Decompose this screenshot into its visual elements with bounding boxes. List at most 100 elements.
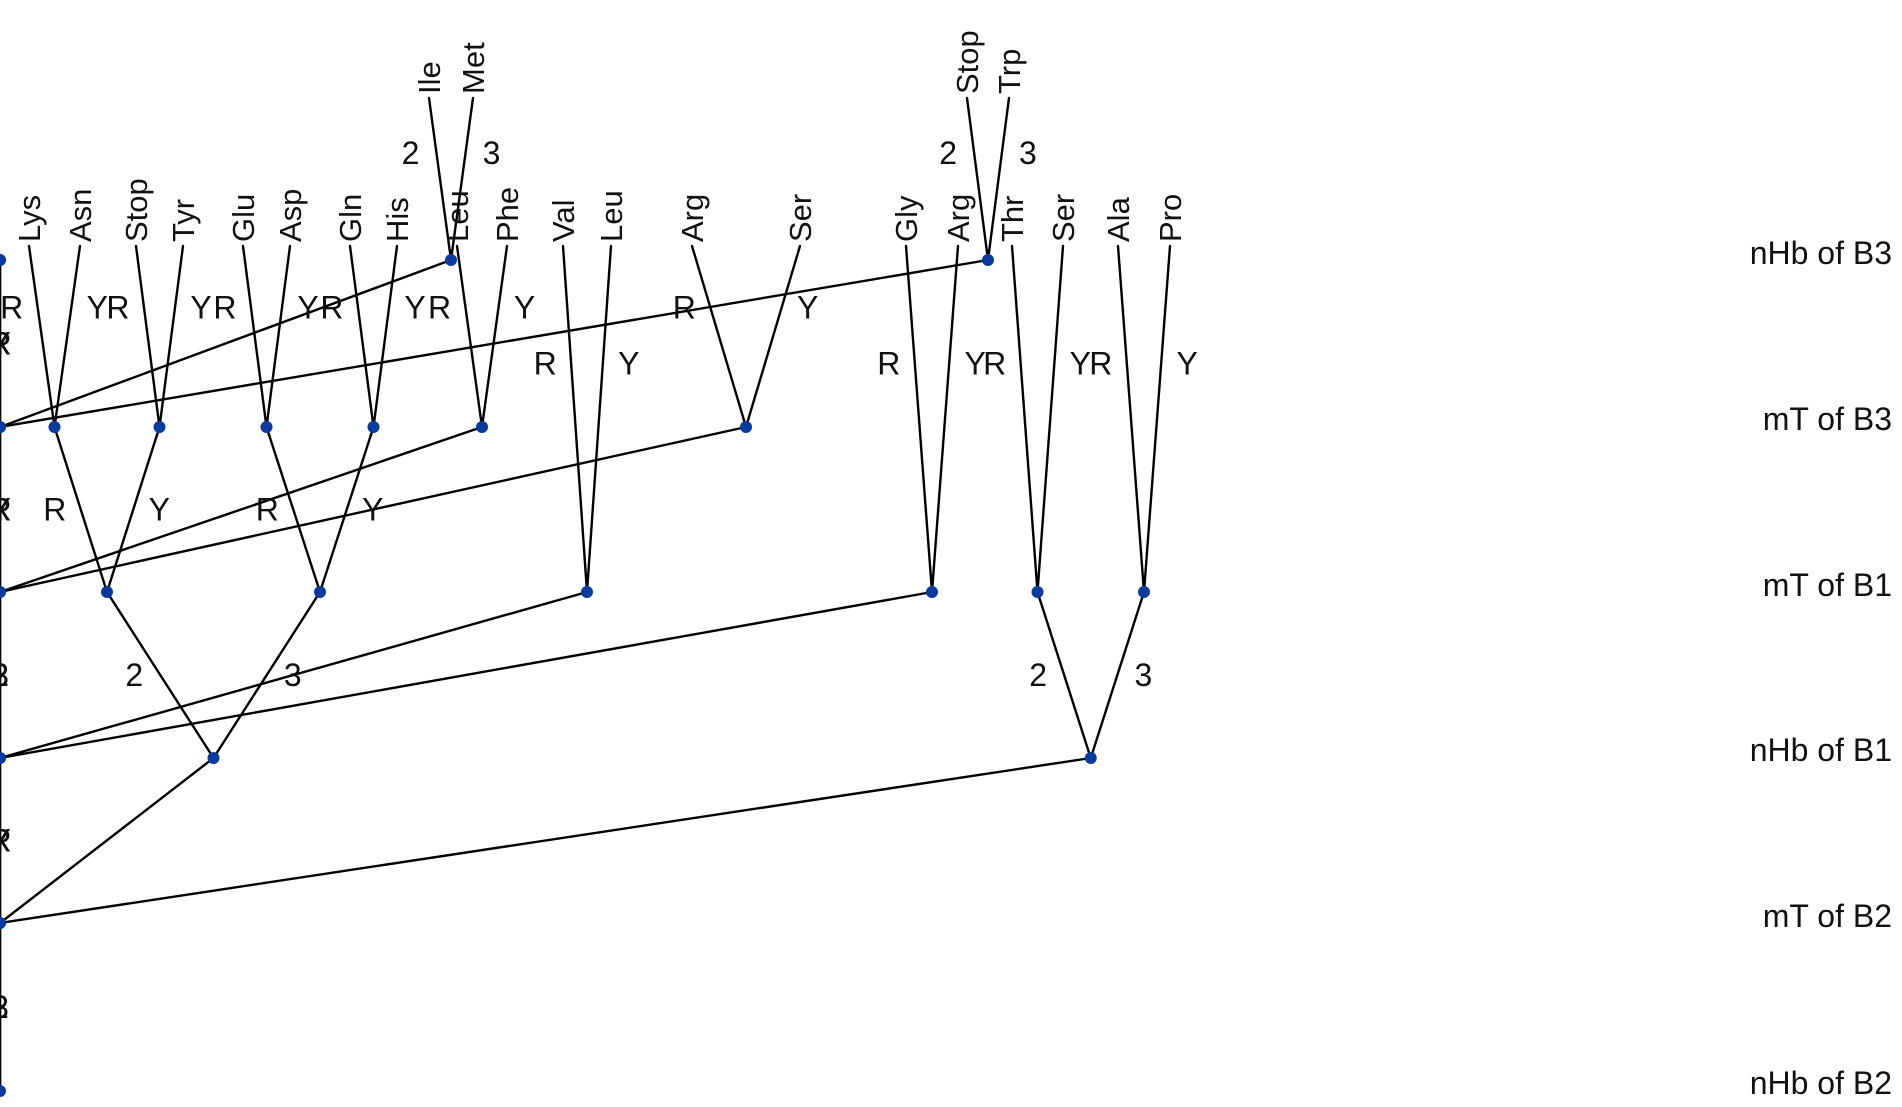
edge-label-2: 2 xyxy=(125,657,143,693)
amino-acid-label-val: Val xyxy=(546,199,581,242)
tree-edge-42 xyxy=(930,244,960,594)
amino-acid-label-gln: Gln xyxy=(333,194,368,242)
level-labels: nHb of B3 mT of B3 mT of B1 nHb of B1 mT… xyxy=(1750,235,1892,1101)
amino-acid-label-ser: Ser xyxy=(1046,194,1081,242)
level-label-b1-mt: mT of B1 xyxy=(1763,567,1892,603)
edge-label-21: 3 xyxy=(483,135,501,171)
tree-edge-48 xyxy=(1116,244,1146,594)
tree-edge-41 xyxy=(904,244,934,594)
tree-node-21 xyxy=(982,254,994,266)
tree-node-16 xyxy=(0,917,6,929)
amino-acid-label-met: Met xyxy=(456,42,491,94)
tree-node-2 xyxy=(207,752,220,764)
level-label-b2-mt: mT of B2 xyxy=(1763,898,1892,934)
tree-node-12 xyxy=(445,254,457,266)
tree-edge-38 xyxy=(986,96,1011,262)
tree-node-17 xyxy=(0,752,6,764)
tree-edge-3 xyxy=(53,425,109,594)
edge-label-5: Y xyxy=(87,290,108,326)
tree-edge-28 xyxy=(585,244,613,594)
tree-node-15 xyxy=(581,586,593,598)
tree-node-0 xyxy=(0,1085,6,1097)
edge-label-7: R xyxy=(106,290,129,326)
edge-label-28: Y xyxy=(618,346,639,382)
edge-label-47: 3 xyxy=(1134,657,1152,693)
edge-label-49: Y xyxy=(1176,346,1197,382)
tree-node-7 xyxy=(260,421,273,433)
tree-node-18 xyxy=(0,586,6,598)
edge-label-38: 3 xyxy=(1019,135,1037,171)
tree-edge-46 xyxy=(1036,244,1065,594)
tree-node-6 xyxy=(314,586,326,598)
amino-acid-label-ile: Ile xyxy=(412,61,447,94)
tree-edge-6 xyxy=(105,425,161,594)
amino-acid-label-stop: Stop xyxy=(950,30,985,94)
edge-label-22: Y xyxy=(0,326,11,362)
nodes-layer xyxy=(0,254,1150,1097)
edge-label-6: Y xyxy=(149,492,170,528)
tree-edge-12 xyxy=(265,244,292,429)
tree-edge-40 xyxy=(0,590,934,760)
amino-acid-label-pro: Pro xyxy=(1153,194,1188,242)
amino-acid-label-tyr: Tyr xyxy=(166,199,201,242)
amino-acid-label-lys: Lys xyxy=(12,195,47,242)
edges-layer xyxy=(0,96,1172,1093)
tree-edge-11 xyxy=(241,244,268,429)
edge-label-10: R xyxy=(256,492,279,528)
tree-node-25 xyxy=(1031,586,1044,598)
edge-label-24: R xyxy=(428,290,451,326)
tree-node-3 xyxy=(101,586,113,598)
tree-edge-25 xyxy=(480,244,509,429)
edge-label-19: R xyxy=(0,326,12,362)
tree-edge-32 xyxy=(0,425,748,594)
tree-edge-2 xyxy=(105,590,215,760)
edge-label-46: Y xyxy=(1070,346,1091,382)
tree-node-23 xyxy=(926,586,938,598)
edge-label-15: Y xyxy=(404,290,425,326)
edge-label-26: 3 xyxy=(0,657,9,693)
edge-label-40: 3 xyxy=(0,657,9,693)
edge-label-36: R xyxy=(0,326,12,362)
edge-label-27: R xyxy=(534,346,557,382)
edge-label-44: 2 xyxy=(1029,657,1047,693)
tree-edge-26 xyxy=(0,590,589,760)
tree-edge-24 xyxy=(455,244,484,429)
tree-edge-36 xyxy=(0,258,990,429)
amino-acid-label-phe: Phe xyxy=(490,187,525,242)
edge-label-13: Y xyxy=(362,492,383,528)
edge-label-29: 3 xyxy=(0,989,9,1025)
amino-acid-label-gly: Gly xyxy=(889,195,924,242)
tree-edge-19 xyxy=(0,258,453,429)
tree-edge-14 xyxy=(348,244,375,429)
edge-label-39: Y xyxy=(0,326,11,362)
tree-edge-4 xyxy=(27,244,56,429)
tree-node-19 xyxy=(740,421,752,433)
level-label-b3-mt: mT of B3 xyxy=(1763,401,1892,437)
edge-label-43: Y xyxy=(0,823,11,859)
edge-label-31: 2 xyxy=(0,657,9,693)
amino-acid-label-arg: Arg xyxy=(675,194,710,242)
tree-edge-47 xyxy=(1089,590,1146,760)
edge-label-16: Y xyxy=(0,823,11,859)
edge-label-11: R xyxy=(213,290,236,326)
amino-acid-label-arg: Arg xyxy=(941,194,976,242)
edge-label-37: 2 xyxy=(939,135,957,171)
edge-label-32: R xyxy=(0,492,12,528)
tree-edge-1 xyxy=(0,756,215,925)
tree-edge-5 xyxy=(53,244,82,429)
amino-acid-label-thr: Thr xyxy=(995,196,1030,243)
amino-acid-label-his: His xyxy=(380,197,415,242)
edge-label-45: R xyxy=(983,346,1006,382)
edge-label-41: R xyxy=(877,346,900,382)
tree-edge-10 xyxy=(265,425,322,594)
edge-label-20: 2 xyxy=(402,135,420,171)
level-label-b3-nhb: nHb of B3 xyxy=(1750,235,1892,271)
amino-acid-label-asn: Asn xyxy=(63,189,98,242)
tree-edge-21 xyxy=(449,96,475,262)
tree-node-4 xyxy=(48,421,61,433)
tree-edge-27 xyxy=(561,244,589,594)
tree-edge-9 xyxy=(212,590,322,760)
edge-label-35: Y xyxy=(0,492,11,528)
edge-label-4: R xyxy=(0,290,23,326)
edge-label-0: 2 xyxy=(0,989,9,1025)
